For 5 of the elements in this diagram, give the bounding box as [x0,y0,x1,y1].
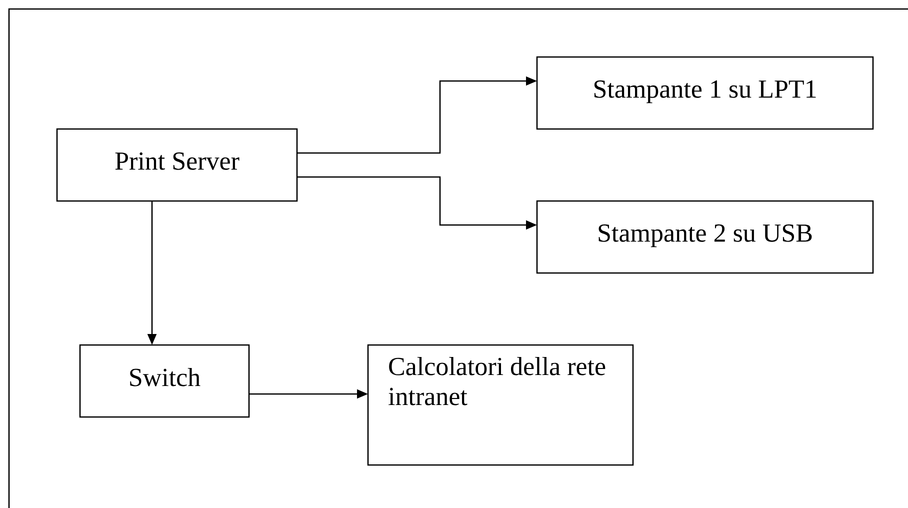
process-box: Stampante 1 su LPT1 [536,56,874,130]
process-box: Stampante 2 su USB [536,200,874,274]
process-box: Calcolatori della rete intranet [367,344,634,466]
process-box: Print Server [56,128,298,202]
process-box: Switch [79,344,250,418]
